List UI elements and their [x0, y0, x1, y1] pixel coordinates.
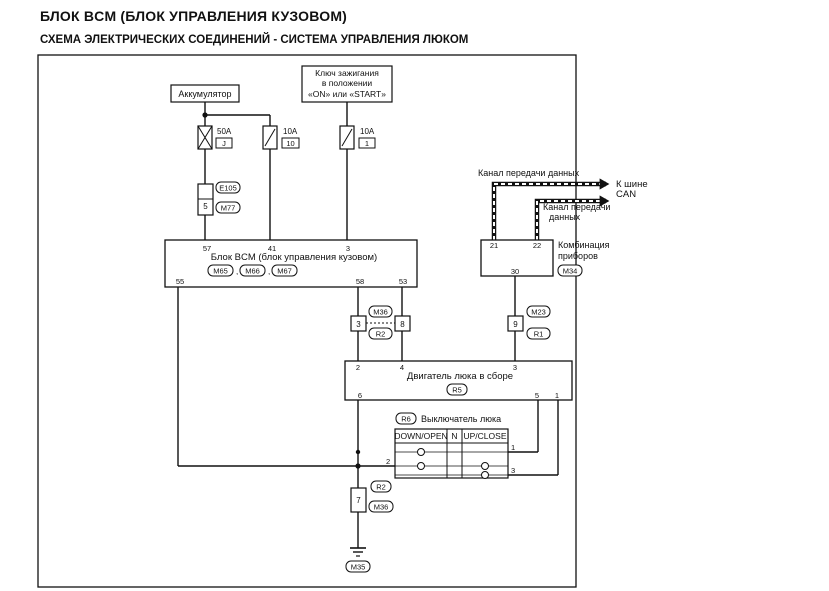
motor-label: Двигатель люка в сборе: [407, 371, 513, 382]
switch-connector: R6: [401, 415, 411, 424]
ground-connector: M35: [351, 563, 366, 572]
ignition-switch: Ключ зажигания в положении «ON» или «STA…: [301, 65, 393, 103]
fuse-10a-10-rating: 10A: [283, 127, 298, 136]
m36-pin-3: 3: [356, 320, 361, 329]
battery: Аккумулятор: [170, 84, 240, 118]
bcm-unit: 57 41 3 Блок BCM (блок управления кузово…: [164, 239, 418, 288]
fuse-50a: 50A J: [197, 125, 233, 150]
diagram-frame: [37, 54, 577, 588]
bcm-pin-53: 53: [399, 277, 407, 286]
m36-pin-8: 8: [400, 320, 405, 329]
page-subtitle: СХЕМА ЭЛЕКТРИЧЕСКИХ СОЕДИНЕНИЙ - СИСТЕМА…: [40, 34, 469, 46]
m23-connector-top: M23: [531, 308, 546, 317]
r2-connector-top: R2: [376, 483, 386, 492]
switch-pin-2: 2: [386, 457, 390, 466]
motor-pin-3: 3: [513, 363, 517, 372]
connector-r2-m36: 7 R2 M36: [350, 480, 394, 513]
battery-label: Аккумулятор: [178, 89, 231, 99]
ground-icon: M35: [345, 547, 371, 573]
fuse-10a-1: 10A 1: [339, 125, 376, 150]
meter-pin-30: 30: [511, 267, 519, 276]
combination-meter: 21 22 30 Комбинация приборов M34: [480, 239, 610, 277]
connector-m36-r2: 3 8 M36 R2: [350, 305, 411, 340]
ignition-label-2: в положении: [322, 78, 373, 88]
r2-pin: 7: [356, 496, 361, 505]
e105-id-2: M77: [221, 204, 236, 213]
m23-pin: 9: [513, 320, 518, 329]
switch-label: Выключатель люка: [421, 414, 501, 424]
ignition-label-1: Ключ зажигания: [315, 68, 379, 78]
m36-connector-bottom: R2: [376, 330, 386, 339]
bcm-pin-41: 41: [268, 244, 276, 253]
can-lines: [491, 178, 610, 240]
switch-header-up-close: UP/CLOSE: [464, 431, 507, 441]
can-bus-label-2: CAN: [616, 189, 636, 200]
switch-header-down-open: DOWN/OPEN: [394, 431, 447, 441]
sunroof-motor: 2 4 3 Двигатель люка в сборе R5 6 5 1: [344, 360, 573, 401]
bcm-connector-m65: M65: [213, 267, 228, 276]
fuse-10a-1-rating: 10A: [360, 127, 375, 136]
fuse-10a-1-id: 1: [365, 139, 369, 148]
bcm-separator-1: ,: [236, 267, 238, 276]
motor-pin-6: 6: [358, 391, 362, 400]
m36-connector-top: M36: [373, 308, 388, 317]
motor-connector: R5: [452, 386, 462, 395]
can-label-3: данных: [549, 212, 581, 222]
bcm-label: Блок BCM (блок управления кузовом): [211, 252, 377, 263]
can-label-2: Канал передачи: [543, 202, 610, 212]
connector-m23-r1: 9 M23 R1: [507, 305, 551, 340]
bcm-connector-m66: M66: [245, 267, 260, 276]
junction-dot-2: [355, 449, 361, 455]
switch-pin-1: 1: [511, 443, 515, 452]
bcm-pin-55: 55: [176, 277, 184, 286]
meter-pin-21: 21: [490, 241, 498, 250]
motor-pin-4: 4: [400, 363, 404, 372]
switch-pin-3: 3: [511, 466, 515, 475]
fuse-50a-id: J: [222, 139, 226, 148]
can-bus-label-1: К шине: [616, 179, 648, 190]
bcm-pin-58: 58: [356, 277, 364, 286]
fuse-50a-rating: 50A: [217, 127, 232, 136]
can-label-1: Канал передачи данных: [478, 168, 580, 178]
junction-dot: [355, 463, 361, 469]
meter-connector: M34: [563, 267, 578, 276]
m23-connector-bottom: R1: [534, 330, 544, 339]
motor-pin-1: 1: [555, 391, 559, 400]
page-title: БЛОК BCM (БЛОК УПРАВЛЕНИЯ КУЗОВОМ): [40, 8, 348, 24]
e105-pin: 5: [203, 202, 208, 211]
meter-pin-22: 22: [533, 241, 541, 250]
connector-e105: 5 E105 M77: [197, 181, 241, 216]
bcm-pin-3: 3: [346, 244, 350, 253]
e105-id: E105: [219, 184, 237, 193]
fuse-10a-10-id: 10: [286, 139, 294, 148]
sunroof-switch: R6 Выключатель люка DOWN/OPEN N UP/CLOSE…: [386, 412, 515, 479]
bcm-pin-57: 57: [203, 244, 211, 253]
bcm-separator-2: ,: [268, 267, 270, 276]
meter-label-2: приборов: [558, 251, 598, 261]
fuse-10a-10: 10A 10: [262, 125, 300, 150]
motor-pin-2: 2: [356, 363, 360, 372]
bcm-connector-m67: M67: [277, 267, 292, 276]
motor-pin-5: 5: [535, 391, 539, 400]
meter-label-1: Комбинация: [558, 240, 610, 250]
switch-header-n: N: [451, 431, 457, 441]
r2-connector-bottom: M36: [374, 503, 389, 512]
ignition-label-3: «ON» или «START»: [308, 89, 386, 99]
